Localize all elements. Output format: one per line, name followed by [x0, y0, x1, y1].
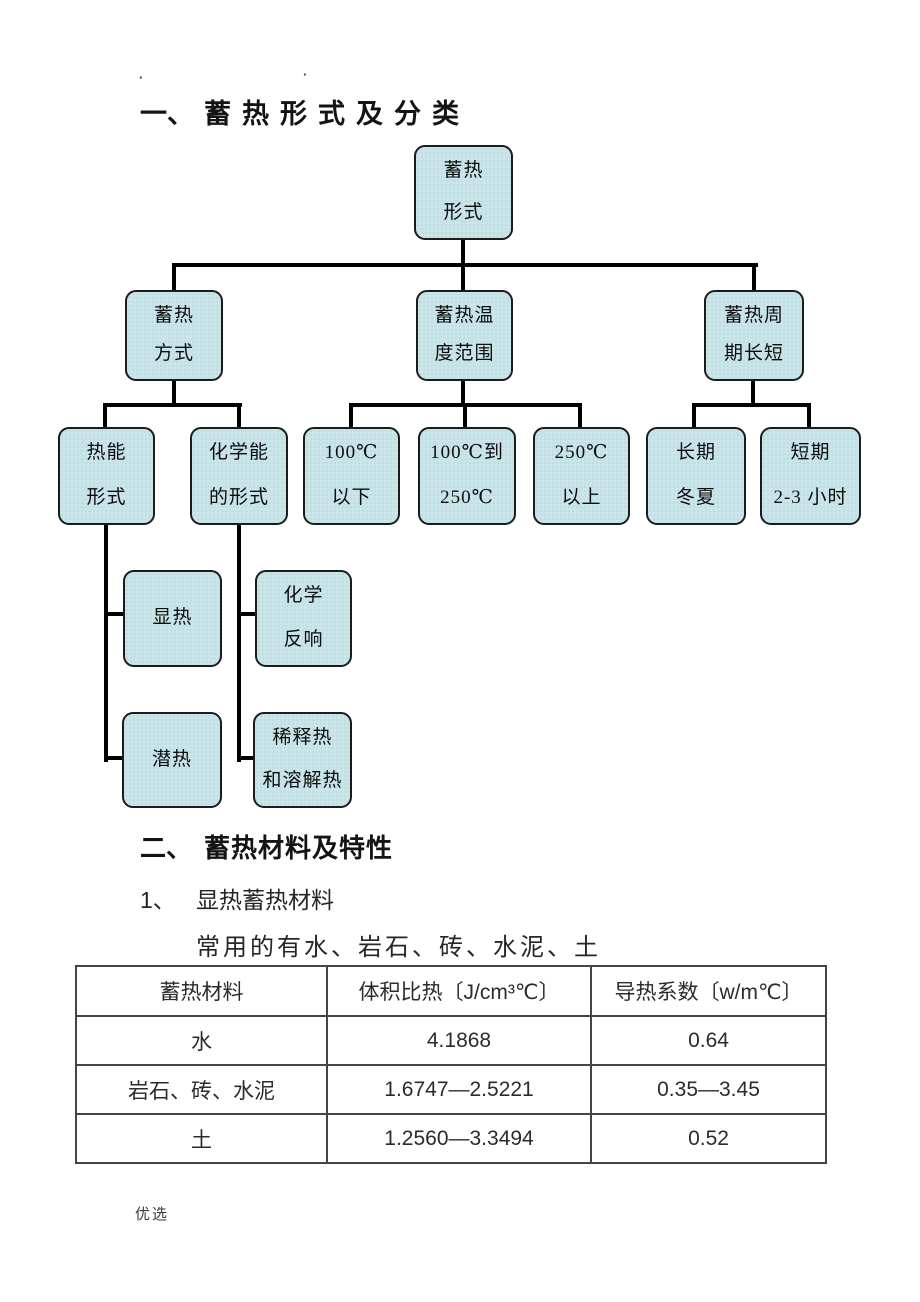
subsection1-title: 显热蓄热材料	[196, 887, 334, 913]
flowchart-connector	[237, 612, 255, 616]
node-text: 蓄热周	[723, 305, 784, 326]
node-text: 潜热	[151, 748, 192, 770]
table-row: 水 4.1868 0.64	[75, 1015, 827, 1066]
subsection1-heading: 1、 显热蓄热材料	[140, 881, 334, 915]
node-text: 和溶解热	[262, 770, 343, 792]
node-text: 250℃	[440, 487, 494, 509]
node-text: 蓄热	[443, 160, 484, 181]
node-text: 2-3 小时	[773, 487, 848, 509]
flowchart-node-chemical-reaction: 化学 反响	[255, 570, 352, 667]
section1-title: 蓄热形式及分类	[204, 99, 470, 129]
flowchart-node-thermal-energy-form: 热能 形式	[58, 427, 155, 525]
node-text: 热能	[86, 442, 127, 463]
node-text: 形式	[443, 202, 484, 224]
section2-heading: 二、 蓄热材料及特性	[140, 828, 393, 865]
flowchart-connector	[461, 263, 465, 290]
table-cell: 水	[75, 1015, 328, 1066]
section2-title: 蓄热材料及特性	[204, 833, 394, 863]
flowchart-connector	[172, 263, 176, 290]
flowchart-connector	[103, 403, 242, 407]
node-text: 长期	[675, 442, 716, 463]
node-text: 以上	[561, 487, 602, 509]
flowchart-node-100c-to-250c: 100℃到 250℃	[418, 427, 516, 525]
node-text: 度范围	[434, 343, 495, 365]
flowchart-node-below-100c: 100℃ 以下	[303, 427, 400, 525]
table-header-cell: 导热系数〔w/m℃〕	[590, 965, 827, 1017]
table-cell: 0.52	[590, 1113, 827, 1164]
table-header-cell: 体积比热〔J/cm³℃〕	[326, 965, 592, 1017]
table-header-row: 蓄热材料 体积比热〔J/cm³℃〕 导热系数〔w/m℃〕	[75, 965, 827, 1017]
section2-number: 二、	[140, 833, 193, 863]
materials-paragraph: 常用的有水、岩石、砖、水泥、土	[196, 934, 601, 961]
flowchart-connector	[807, 403, 811, 427]
node-text: 期长短	[723, 343, 784, 365]
section1-heading: 一、 蓄热形式及分类	[140, 92, 470, 131]
section1-number: 一、	[140, 99, 194, 129]
node-text: 100℃到	[430, 442, 504, 463]
node-text: 形式	[86, 487, 127, 509]
table-row: 岩石、砖、水泥 1.6747—2.5221 0.35—3.45	[75, 1064, 827, 1115]
node-text: 化学能	[208, 442, 269, 463]
table-cell: 1.6747—2.5221	[326, 1064, 592, 1115]
flowchart-connector	[578, 403, 582, 427]
node-text: 稀释热	[272, 727, 333, 748]
flowchart-node-root: 蓄热 形式	[414, 145, 513, 240]
flowchart-node-dilution-solution-heat: 稀释热 和溶解热	[253, 712, 352, 808]
table-row: 土 1.2560—3.3494 0.52	[75, 1113, 827, 1164]
flowchart-connector	[461, 240, 465, 267]
table-cell: 0.64	[590, 1015, 827, 1066]
flowchart-connector	[103, 403, 107, 427]
flowchart-connector	[104, 612, 123, 616]
flowchart-connector	[751, 381, 755, 407]
subsection1-number: 1、	[140, 887, 176, 913]
flowchart-connector	[172, 381, 176, 407]
table-header-cell: 蓄热材料	[75, 965, 328, 1017]
node-text: 以下	[331, 487, 372, 509]
flowchart-connector	[463, 403, 467, 427]
table-cell: 0.35—3.45	[590, 1064, 827, 1115]
flowchart-connector	[692, 403, 811, 407]
node-text: 反响	[283, 629, 324, 651]
node-text: 的形式	[208, 487, 269, 509]
flowchart-connector	[172, 263, 758, 267]
table-cell: 岩石、砖、水泥	[75, 1064, 328, 1115]
flowchart-node-storage-method: 蓄热 方式	[125, 290, 223, 381]
node-text: 化学	[283, 585, 324, 606]
table-cell: 1.2560—3.3494	[326, 1113, 592, 1164]
materials-table: 蓄热材料 体积比热〔J/cm³℃〕 导热系数〔w/m℃〕 水 4.1868 0.…	[75, 965, 827, 1164]
flowchart-connector	[461, 381, 465, 407]
flowchart-connector	[692, 403, 696, 427]
table-cell: 4.1868	[326, 1015, 592, 1066]
node-text: 冬夏	[675, 487, 716, 509]
flowchart-connector	[104, 756, 122, 760]
flowchart-node-short-term: 短期 2-3 小时	[760, 427, 861, 525]
flowchart-connector	[752, 263, 756, 290]
flowchart-node-chemical-energy-form: 化学能 的形式	[190, 427, 288, 525]
flowchart-connector	[104, 525, 108, 762]
node-text: 显热	[152, 607, 193, 629]
node-text: 250℃	[554, 442, 609, 463]
flowchart-connector	[237, 403, 241, 427]
flowchart-connector	[237, 525, 241, 762]
stray-dot: ·	[139, 70, 144, 85]
node-text: 蓄热温	[434, 305, 495, 326]
node-text: 100℃	[324, 442, 379, 463]
footer-label: 优选	[135, 1207, 170, 1223]
flowchart-connector	[349, 403, 353, 427]
flowchart-node-sensible-heat: 显热	[123, 570, 222, 667]
stray-dot: ·	[303, 67, 308, 82]
table-cell: 土	[75, 1113, 328, 1164]
flowchart-node-temperature-range: 蓄热温 度范围	[416, 290, 513, 381]
node-text: 短期	[790, 442, 831, 463]
flowchart-node-latent-heat: 潜热	[122, 712, 222, 808]
node-text: 蓄热	[153, 305, 194, 326]
flowchart-node-cycle-length: 蓄热周 期长短	[704, 290, 804, 381]
node-text: 方式	[153, 343, 194, 365]
flowchart-node-above-250c: 250℃ 以上	[533, 427, 630, 525]
flowchart-connector	[237, 756, 253, 760]
flowchart-node-long-term: 长期 冬夏	[646, 427, 746, 525]
